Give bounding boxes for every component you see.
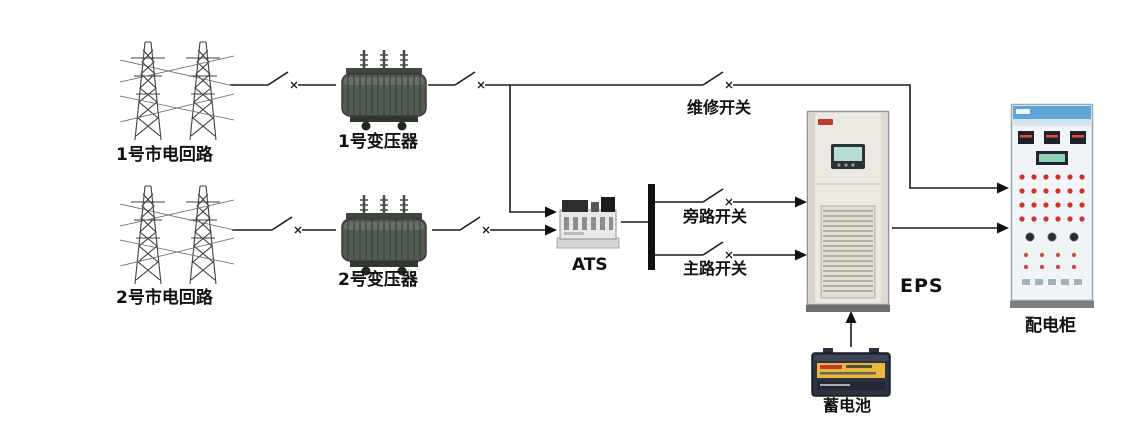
ats-label: ATS — [572, 255, 608, 275]
transmission-tower-icon — [119, 185, 235, 285]
indicator-lights — [1019, 174, 1085, 222]
ats-device — [556, 192, 620, 250]
battery-icon — [811, 348, 891, 397]
bus-bar — [648, 184, 655, 270]
distribution-cabinet-label: 配电柜 — [1025, 316, 1076, 336]
power-lines — [230, 84, 997, 347]
flow-arrow-icons — [545, 182, 1009, 323]
transformer-icon — [341, 195, 427, 276]
transmission-tower-icon — [119, 41, 235, 141]
knob-icons — [1025, 232, 1079, 242]
utility-1-label: 1号市电回路 — [116, 145, 213, 165]
transformer-2-label: 2号变压器 — [338, 270, 418, 290]
distribution-cabinet — [1010, 103, 1094, 308]
maintenance-switch-label: 维修开关 — [687, 98, 752, 117]
knife-switch-icons — [267, 71, 733, 259]
utility-circuit-2 — [118, 180, 236, 292]
bushing-icons — [360, 50, 408, 68]
eps-label: EPS — [900, 275, 944, 297]
bypass-switch-label: 旁路开关 — [683, 207, 748, 226]
meter-icons — [1018, 131, 1086, 144]
eps-cabinet — [806, 110, 890, 312]
distribution-cabinet-icon — [1010, 103, 1094, 308]
battery — [810, 346, 892, 398]
power-wires — [119, 199, 235, 267]
utility-2-label: 2号市电回路 — [116, 288, 213, 308]
battery-label: 蓄电池 — [823, 396, 872, 415]
eps-cabinet-icon — [806, 110, 890, 312]
bushing-icons — [360, 195, 408, 213]
ats-device-icon — [556, 197, 620, 249]
power-wires — [119, 55, 235, 123]
transformer-2 — [336, 189, 432, 277]
utility-circuit-1 — [118, 36, 236, 148]
transformer-1 — [336, 44, 432, 132]
main-switch-label: 主路开关 — [683, 259, 748, 278]
transformer-icon — [341, 50, 427, 131]
transformer-1-label: 1号变压器 — [338, 132, 418, 152]
